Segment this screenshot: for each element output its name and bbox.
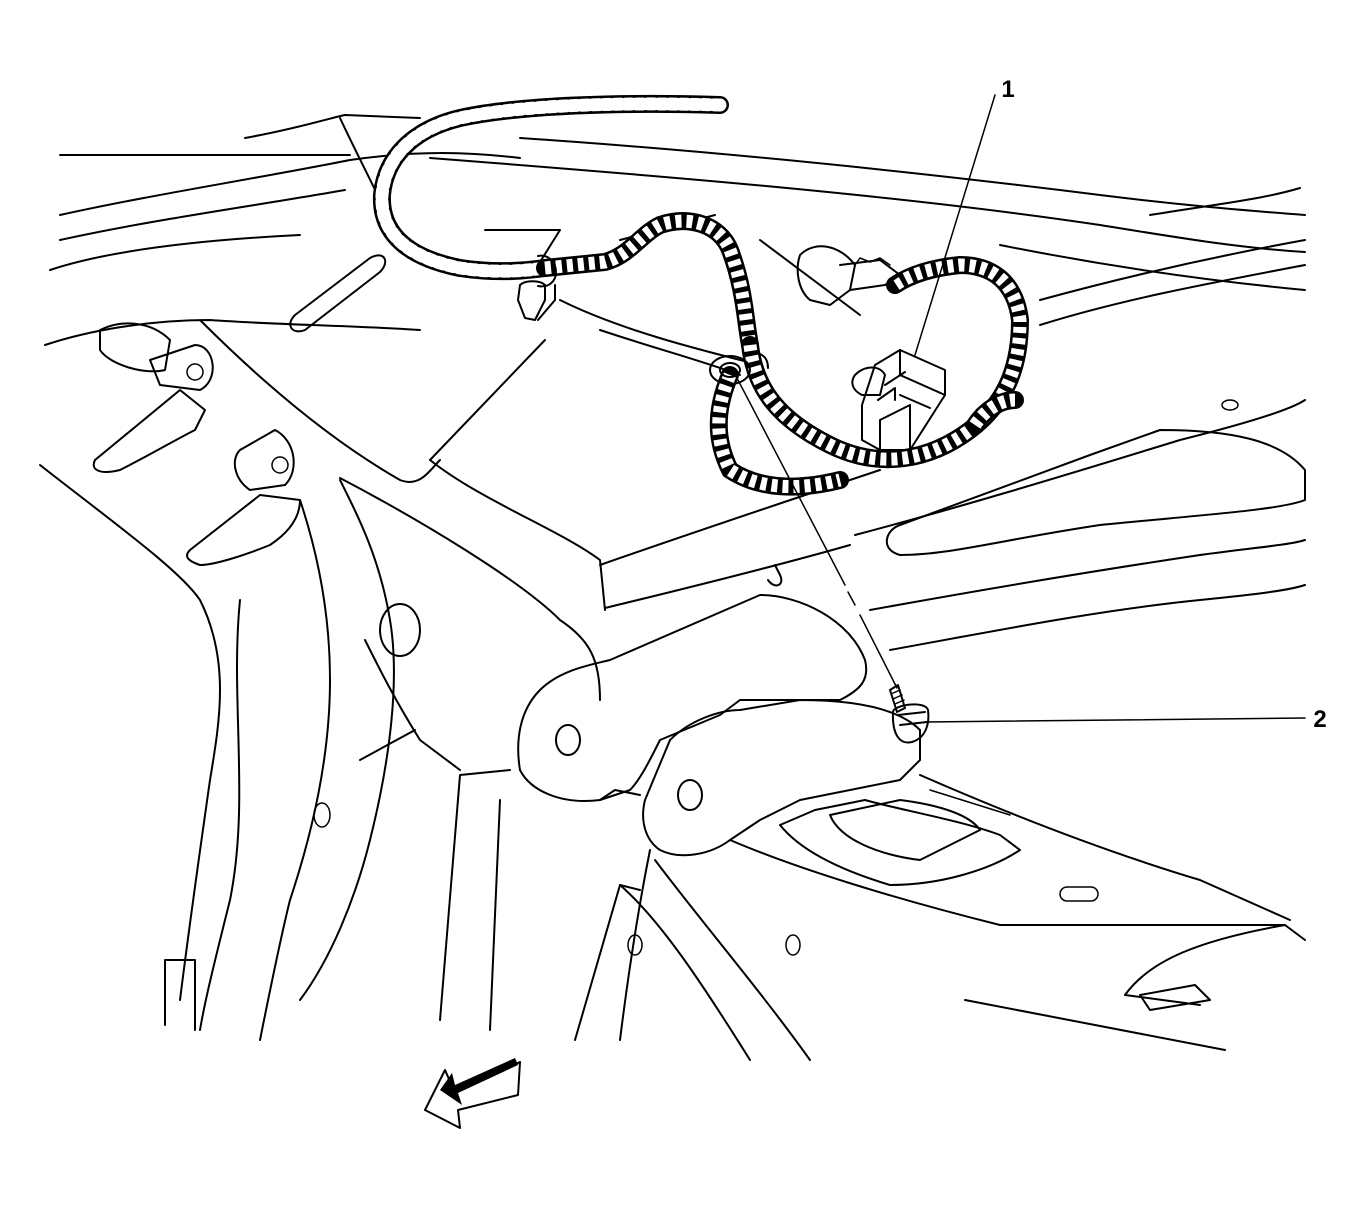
direction-arrow-icon <box>424 1058 521 1129</box>
upper-body-panels <box>44 114 1306 346</box>
ground-eyelet <box>709 352 769 385</box>
wiring-harness <box>372 94 1030 496</box>
callout-2-leader <box>924 717 1306 723</box>
callout-1-label: 1 <box>1001 76 1014 103</box>
left-strut-tower <box>39 322 511 1041</box>
dash-panel <box>199 214 1306 701</box>
callout-2-label: 2 <box>1313 706 1326 733</box>
ground-bolt <box>889 684 930 744</box>
hinge-bracket <box>517 594 921 857</box>
installation-centerline <box>737 379 898 689</box>
callout-1-leader <box>914 94 996 356</box>
harness-connector <box>796 245 946 451</box>
lower-frame <box>574 564 1306 1061</box>
